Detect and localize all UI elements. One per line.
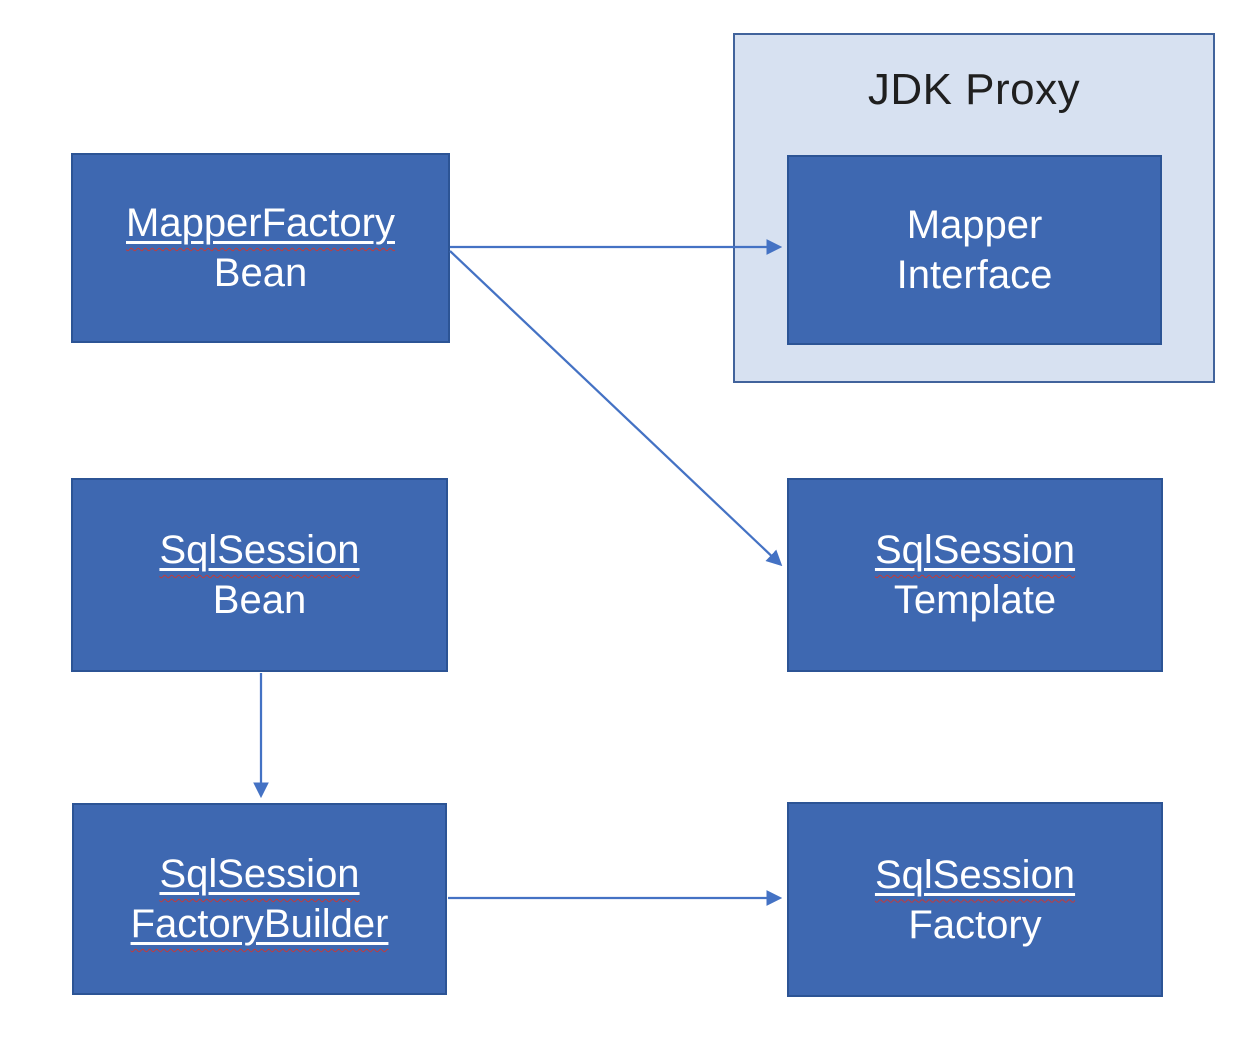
node-text-line1: SqlSession [159,852,360,896]
node-text-line1: SqlSession [159,528,360,572]
node-text-line1: MapperFactory [126,201,395,245]
node-mapper-factory-bean: MapperFactory Bean [71,153,450,343]
node-text-line2: FactoryBuilder [130,902,389,946]
node-label: SqlSession FactoryBuilder [131,849,389,949]
node-label: MapperFactory Bean [126,198,395,298]
jdk-proxy-label: JDK Proxy [867,65,1081,114]
node-text-line2: Factory [908,902,1042,947]
node-label: SqlSession Template [875,525,1075,625]
node-text-line1: SqlSession [874,852,1076,897]
node-sqlsession-template: SqlSession Template [787,478,1163,672]
node-text-line1: Mapper [906,203,1043,247]
node-text-line2: Bean [212,578,307,622]
node-text-line2: Interface [896,253,1053,297]
node-sqlsession-bean: SqlSession Bean [71,478,448,672]
node-label: SqlSession Bean [159,525,359,625]
node-label: Mapper Interface [897,200,1053,300]
node-sqlsession-factorybuilder: SqlSession FactoryBuilder [72,803,447,995]
node-sqlsession-factory: SqlSession Factory [787,802,1163,997]
node-mapper-interface: Mapper Interface [787,155,1162,345]
node-label: SqlSession Factory [875,850,1075,950]
edge-mapperfactorybean-to-sqlsessiontemplate [449,250,783,567]
node-text-line1: SqlSession [874,528,1076,572]
node-text-line2: Bean [213,251,308,295]
node-text-line2: Template [893,578,1057,622]
